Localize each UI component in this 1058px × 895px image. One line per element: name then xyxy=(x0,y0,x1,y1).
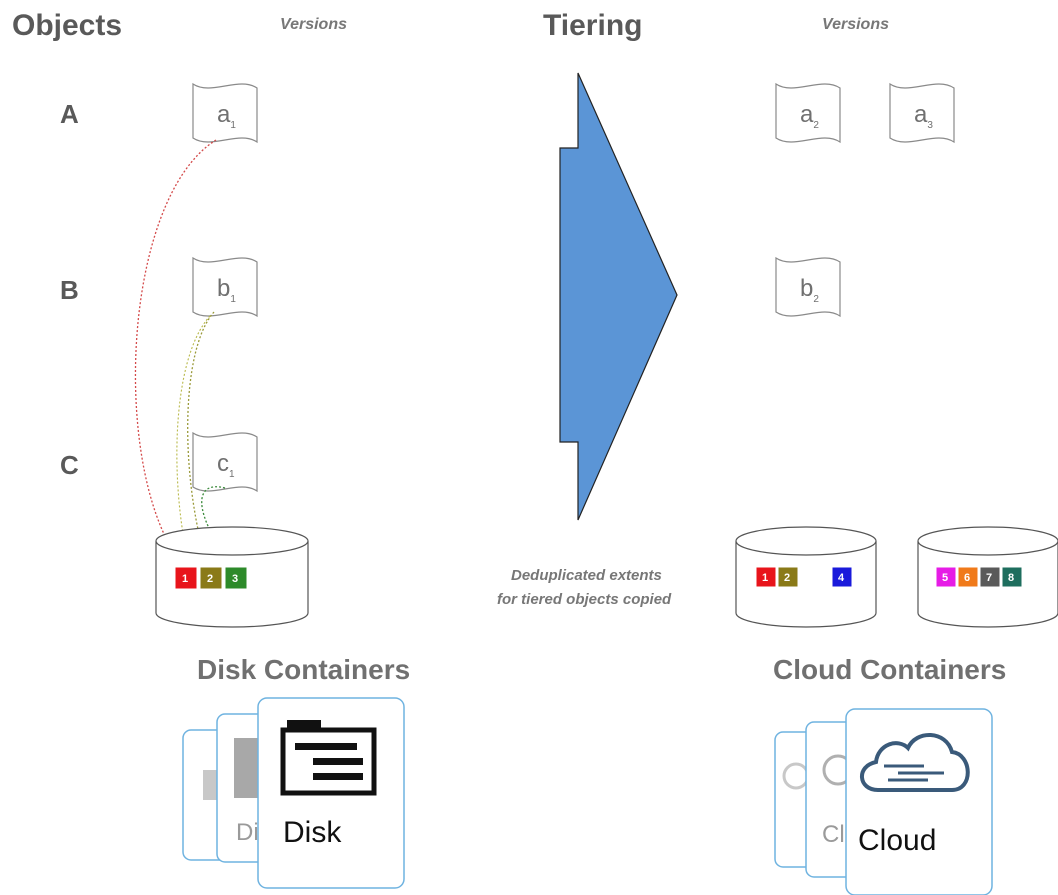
link-b1-extent-2b xyxy=(176,315,211,569)
tiering-arrow xyxy=(559,72,678,521)
link-a1-extent-1 xyxy=(134,139,217,569)
dedup-note-line2: for tiered objects copied xyxy=(497,591,672,608)
extent-7 xyxy=(979,566,1001,588)
extent-8-label: 8 xyxy=(1008,572,1014,584)
disk-card-middle-label: Di xyxy=(236,819,259,846)
extent-2 xyxy=(777,566,799,588)
extent-4 xyxy=(831,566,853,588)
extent-2-label: 2 xyxy=(784,572,790,584)
extent-5-label: 5 xyxy=(942,572,948,584)
cloud-card-middle-label: Cl xyxy=(822,821,845,848)
disk-card-label: Disk xyxy=(283,816,342,849)
tiering-title: Tiering xyxy=(543,9,642,42)
extent-2-label: 2 xyxy=(207,573,213,585)
extent-7-label: 7 xyxy=(986,572,992,584)
extent-8 xyxy=(1001,566,1023,588)
row-label-a: A xyxy=(60,99,79,129)
object-version-b2: b2 xyxy=(775,257,841,317)
dedup-note-line1: Deduplicated extents xyxy=(511,567,662,584)
svg-text:a1: a1 xyxy=(217,101,236,131)
disk-card-back-icon xyxy=(203,770,217,800)
versions-label-right: Versions xyxy=(822,16,889,33)
object-version-a3: a3 xyxy=(889,83,955,143)
objects-title: Objects xyxy=(12,9,122,42)
row-label-b: B xyxy=(60,275,79,305)
extent-4-label: 4 xyxy=(838,572,845,584)
disk-icon xyxy=(280,720,377,796)
extent-2 xyxy=(199,566,223,590)
extent-1 xyxy=(174,566,198,590)
cloud-icon xyxy=(860,733,970,792)
extent-3 xyxy=(224,566,248,590)
object-version-a2: a2 xyxy=(775,83,841,143)
cloud-containers-label: Cloud Containers xyxy=(773,654,1006,685)
cloud-extents-2: 5 6 7 8 xyxy=(935,566,1023,588)
object-version-a1: a1 xyxy=(192,83,258,143)
object-version-b1: b1 xyxy=(192,257,258,317)
extent-3-label: 3 xyxy=(232,573,238,585)
extent-1-label: 1 xyxy=(182,573,188,585)
extent-6 xyxy=(957,566,979,588)
cloud-extents-1: 1 2 4 xyxy=(755,566,853,588)
extent-6-label: 6 xyxy=(964,572,970,584)
svg-text:b2: b2 xyxy=(800,275,819,305)
object-version-c1: c1 xyxy=(192,432,258,492)
svg-text:a3: a3 xyxy=(914,101,933,131)
svg-text:c1: c1 xyxy=(217,450,235,480)
extent-1 xyxy=(755,566,777,588)
extent-1-label: 1 xyxy=(762,572,768,584)
disk-extents: 1 2 3 xyxy=(174,566,248,590)
cloud-container-cylinder-1 xyxy=(735,526,877,628)
extent-5 xyxy=(935,566,957,588)
cloud-card-front xyxy=(845,708,993,895)
svg-text:a2: a2 xyxy=(800,101,819,131)
cloud-card-stack: Cl Cloud xyxy=(774,708,993,895)
versions-label-left: Versions xyxy=(280,16,347,33)
disk-containers-label: Disk Containers xyxy=(197,654,410,685)
disk-card-stack: Di Disk xyxy=(182,697,405,889)
svg-text:b1: b1 xyxy=(217,275,236,305)
row-label-c: C xyxy=(60,450,79,480)
cloud-card-label: Cloud xyxy=(858,824,936,857)
